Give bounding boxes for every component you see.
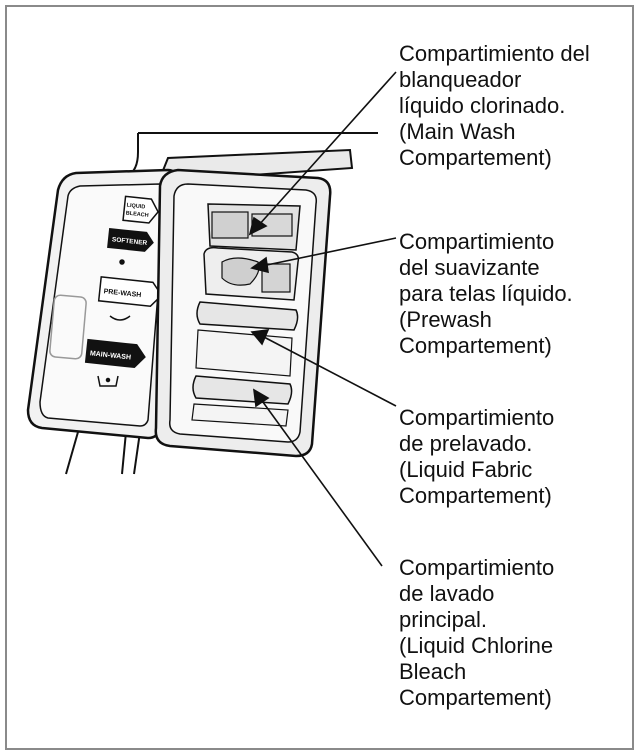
callout-line: de lavado (399, 581, 495, 606)
callout-line: (Prewash (399, 307, 492, 332)
callout-line: para telas líquido. (399, 281, 573, 306)
panel-label-mainwash: MAIN-WASH (84, 338, 146, 369)
callout-line: líquido clorinado. (399, 93, 566, 118)
arrowhead-2 (250, 256, 269, 274)
callout-line: del suavizante (399, 255, 540, 280)
arrowhead-3 (250, 329, 270, 346)
callout-mainwash-compartment: Compartimiento de lavado principal. (Liq… (399, 555, 554, 711)
callout-line: Compartement) (399, 483, 552, 508)
softener-drop-icon (119, 259, 125, 265)
callout-line: Compartimiento del (399, 41, 590, 66)
label-bleach: BLEACH (125, 211, 148, 219)
callout-line: Compartement) (399, 685, 552, 710)
callout-prewash-compartment: Compartimiento de prelavado. (Liquid Fab… (399, 405, 554, 509)
callout-line: Compartimiento (399, 229, 555, 254)
arrowhead-1 (248, 216, 268, 236)
callout-line: Compartement) (399, 333, 552, 358)
prewash-compartment (195, 301, 299, 377)
label-liquid: LIQUID (126, 203, 145, 211)
callout-line: Compartimiento (399, 555, 555, 580)
callout-softener-compartment: Compartimiento del suavizante para telas… (399, 229, 573, 359)
label-softener: SOFTENER (112, 236, 148, 247)
callout-line: (Liquid Fabric (399, 457, 533, 482)
prewash-basin-icon (109, 315, 131, 321)
callout-line: (Liquid Chlorine (399, 633, 554, 658)
callout-bleach-compartment: Compartimiento del blanqueador líquido c… (399, 41, 590, 171)
panel-label-softener: SOFTENER (107, 227, 154, 252)
label-mainwash: MAIN-WASH (90, 350, 132, 361)
callout-line: Bleach (399, 659, 467, 684)
leader-line-4 (259, 397, 383, 567)
callout-line: Compartimiento (399, 405, 555, 430)
callout-line: (Main Wash (399, 119, 516, 144)
leader-lines (248, 71, 397, 567)
leader-line-1 (257, 71, 397, 227)
basin-icons (97, 259, 131, 387)
label-prewash: PRE-WASH (103, 288, 141, 299)
panel-label-prewash: PRE-WASH (97, 276, 163, 308)
mainwash-compartment (191, 375, 293, 427)
mainwash-basin-icon (97, 375, 119, 387)
panel-label-liquid-bleach: LIQUID BLEACH (122, 195, 160, 224)
callout-line: Compartement) (399, 145, 552, 170)
arrowhead-4 (253, 388, 270, 408)
callout-line: principal. (399, 607, 488, 632)
callout-line: de prelavado. (399, 431, 533, 456)
leader-line-3 (261, 335, 397, 407)
leader-line-2 (261, 237, 397, 267)
callout-line: blanqueador (399, 67, 522, 92)
softener-compartment (203, 246, 300, 301)
